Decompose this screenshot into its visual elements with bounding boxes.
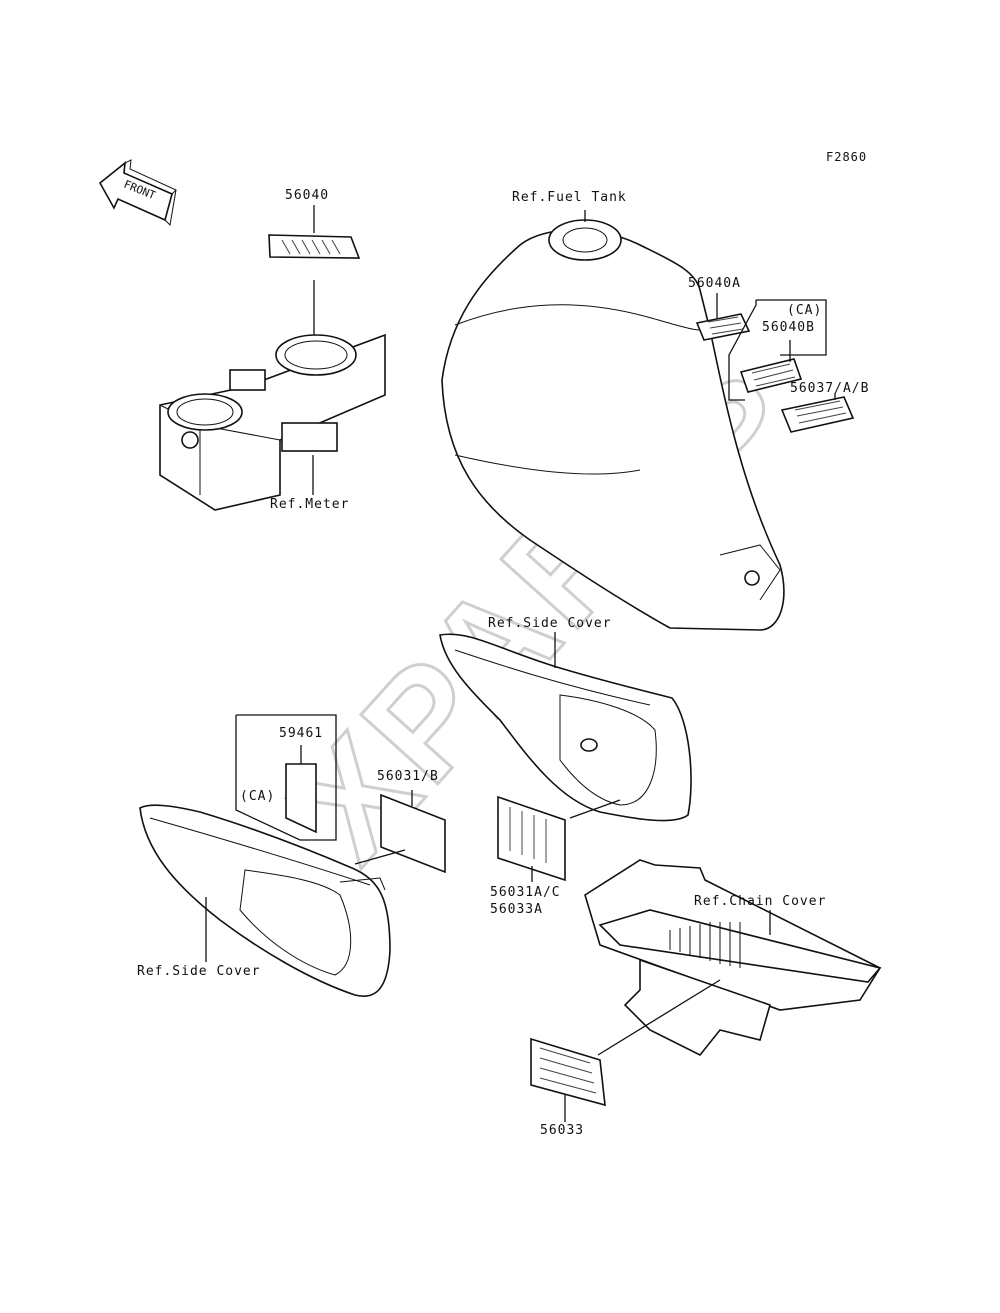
ref-fuel-tank-label: Ref.Fuel Tank — [512, 190, 627, 205]
part-number-56033: 56033 — [540, 1123, 585, 1138]
decal-56040b — [739, 340, 803, 393]
ca-bracket-left — [235, 714, 337, 841]
decal-56033 — [530, 1037, 606, 1122]
chain-cover — [584, 859, 882, 1057]
ca-label-left: (CA) — [240, 789, 276, 804]
meter-assembly — [159, 333, 386, 511]
ref-meter-label: Ref.Meter — [270, 497, 350, 512]
fuel-tank — [441, 210, 785, 631]
figure-code: F2860 — [826, 150, 868, 164]
ca-bracket-top — [728, 299, 827, 401]
front-arrow-icon: FRONT — [98, 159, 177, 227]
part-number-56037: 56037/A/B — [790, 381, 870, 396]
ca-label-top: (CA) — [787, 303, 823, 318]
part-number-56040b: 56040B — [762, 320, 815, 335]
ref-side-cover-left-label: Ref.Side Cover — [137, 964, 261, 979]
side-cover-right — [439, 632, 692, 822]
part-number-56040: 56040 — [285, 188, 330, 203]
decal-56040a — [695, 293, 751, 341]
decal-59461 — [285, 745, 317, 834]
side-cover-left — [139, 804, 391, 997]
part-number-56031b: 56031/B — [377, 769, 439, 784]
part-number-56031ac: 56031A/C — [490, 885, 561, 900]
decal-56037 — [780, 393, 855, 433]
decal-56040 — [268, 205, 361, 340]
part-number-56033a: 56033A — [490, 902, 543, 917]
part-number-56040a: 56040A — [688, 276, 741, 291]
decal-56031ac — [497, 795, 566, 882]
ref-side-cover-right-label: Ref.Side Cover — [488, 616, 612, 631]
decal-56031b — [354, 790, 446, 874]
ref-chain-cover-label: Ref.Chain Cover — [694, 894, 827, 909]
part-number-59461: 59461 — [279, 726, 324, 741]
